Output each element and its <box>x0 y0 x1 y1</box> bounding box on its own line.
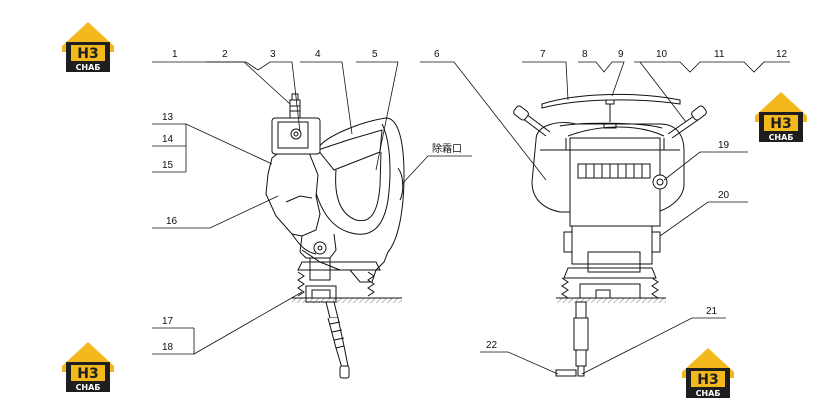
callout-15: 15 <box>162 160 174 171</box>
defrost-outlet-label: 除霜口 <box>432 142 462 155</box>
callout-19: 19 <box>718 140 730 151</box>
svg-text:H3: H3 <box>697 372 718 388</box>
watermark-logo-top-right: H3 CHAБ <box>755 92 807 142</box>
callout-6: 6 <box>434 49 440 60</box>
callout-16: 16 <box>166 216 178 227</box>
watermark-logo-bottom-right: H3 CHAБ <box>682 348 734 398</box>
callout-9: 9 <box>618 49 624 60</box>
lever-rod-left <box>325 301 350 379</box>
svg-text:H3: H3 <box>77 46 98 62</box>
callout-17: 17 <box>162 316 174 327</box>
callout-20: 20 <box>718 190 730 201</box>
callout-1: 1 <box>172 49 178 60</box>
watermark-logo-top-left: H3 CHAБ <box>62 22 114 72</box>
svg-text:H3: H3 <box>770 116 791 132</box>
leader-lines <box>152 61 790 375</box>
svg-text:CHAБ: CHAБ <box>696 389 721 398</box>
callout-10: 10 <box>656 49 668 60</box>
callout-labels: 1 2 3 4 5 6 7 8 9 10 11 12 13 14 15 16 1… <box>162 49 788 353</box>
svg-text:H3: H3 <box>77 366 98 382</box>
callout-3: 3 <box>270 49 276 60</box>
callout-21: 21 <box>706 306 718 317</box>
callout-12: 12 <box>776 49 788 60</box>
callout-13: 13 <box>162 112 174 123</box>
callout-4: 4 <box>315 49 321 60</box>
side-view <box>265 93 405 303</box>
floor-plate-right <box>556 298 666 303</box>
watermark-logo-bottom-left: H3 CHAБ <box>62 342 114 392</box>
svg-text:CHAБ: CHAБ <box>769 133 794 142</box>
callout-5: 5 <box>372 49 378 60</box>
callout-8: 8 <box>582 49 588 60</box>
floor-plate-left <box>292 298 402 303</box>
svg-text:CHAБ: CHAБ <box>76 63 101 72</box>
callout-14: 14 <box>162 134 174 145</box>
front-view <box>513 93 707 299</box>
callout-7: 7 <box>540 49 546 60</box>
lever-rod-right <box>555 301 589 377</box>
callout-11: 11 <box>714 49 725 60</box>
callout-2: 2 <box>222 49 228 60</box>
callout-18: 18 <box>162 342 174 353</box>
callout-22: 22 <box>486 340 498 351</box>
svg-text:CHAБ: CHAБ <box>76 383 101 392</box>
